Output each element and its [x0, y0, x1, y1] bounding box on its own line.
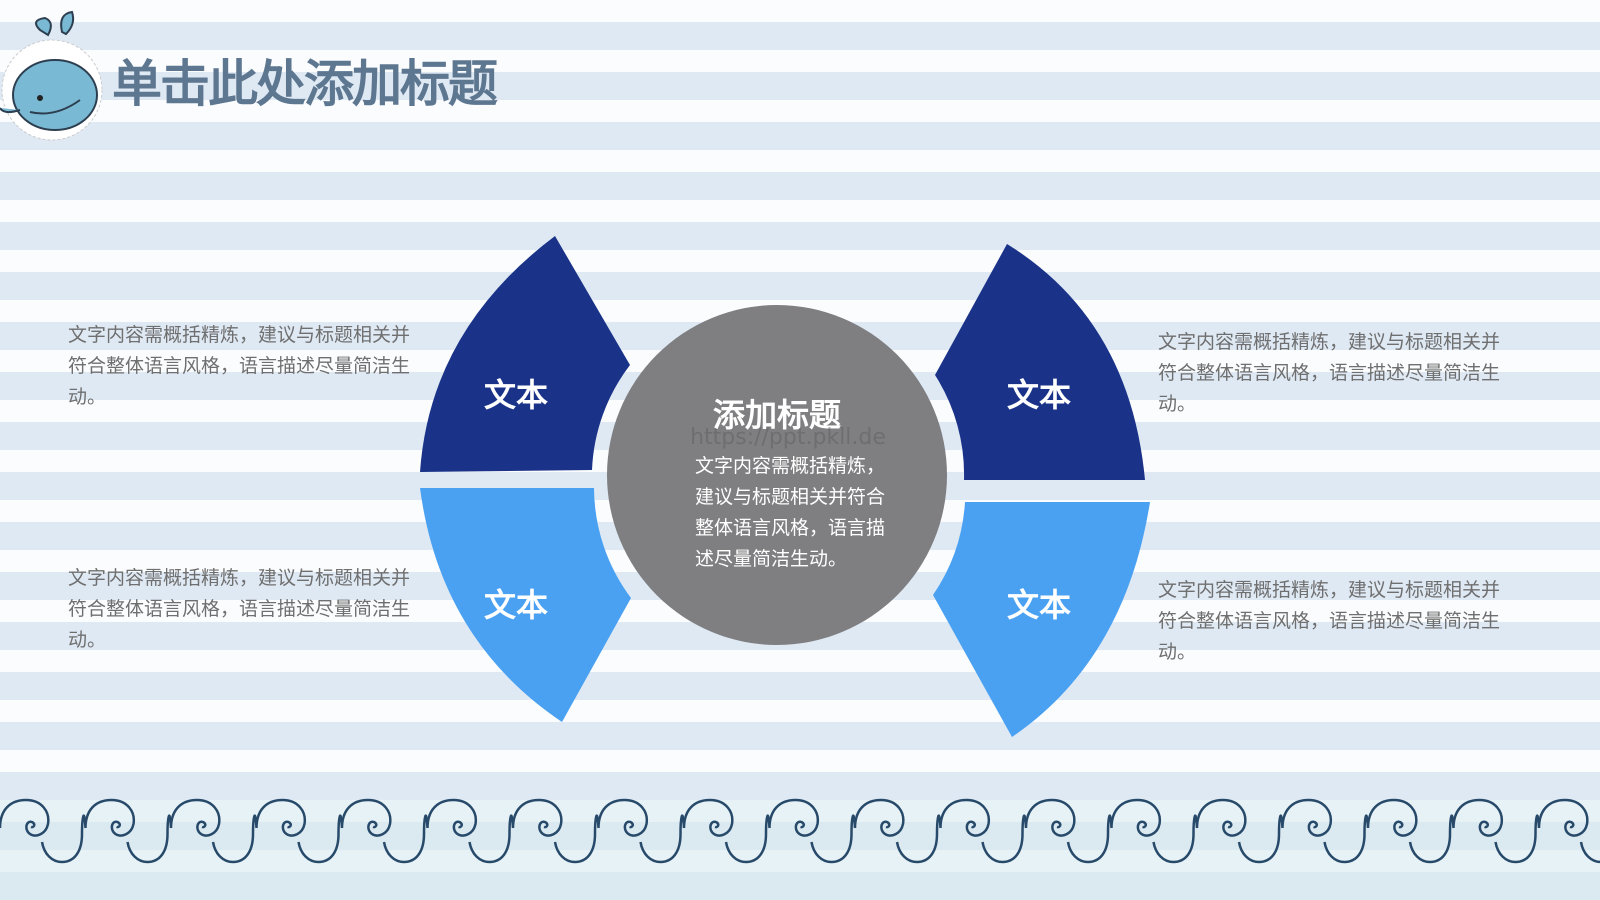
- petal-top-right[interactable]: [935, 244, 1145, 480]
- description-top-right: 文字内容需概括精炼，建议与标题相关并符合整体语言风格，语言描述尽量简洁生动。: [1158, 331, 1501, 415]
- center-body: 文字内容需概括精炼，建议与标题相关并符合整体语言风格，语言描述尽量简洁生动。: [695, 455, 886, 570]
- petal-top-left[interactable]: [420, 236, 630, 472]
- watermark: https://ppt.pkll.de: [690, 425, 886, 450]
- center-circle: [607, 305, 947, 645]
- description-bottom-left: 文字内容需概括精炼，建议与标题相关并符合整体语言风格，语言描述尽量简洁生动。: [68, 567, 411, 651]
- wave-border: [0, 790, 1600, 870]
- description-bottom-right: 文字内容需概括精炼，建议与标题相关并符合整体语言风格，语言描述尽量简洁生动。: [1158, 579, 1501, 663]
- center-title: 添加标题: [712, 396, 841, 434]
- petal-label-bottom-right: 文本: [1006, 586, 1071, 624]
- whale-logo: [0, 10, 103, 141]
- petal-label-top-left: 文本: [483, 376, 548, 414]
- petal-bottom-right[interactable]: [933, 502, 1150, 737]
- page-title[interactable]: 单击此处添加标题: [112, 55, 498, 113]
- petal-label-bottom-left: 文本: [483, 586, 548, 624]
- description-top-left: 文字内容需概括精炼，建议与标题相关并符合整体语言风格，语言描述尽量简洁生动。: [68, 324, 411, 408]
- petal-label-top-right: 文本: [1006, 376, 1071, 414]
- petal-bottom-left[interactable]: [420, 488, 631, 722]
